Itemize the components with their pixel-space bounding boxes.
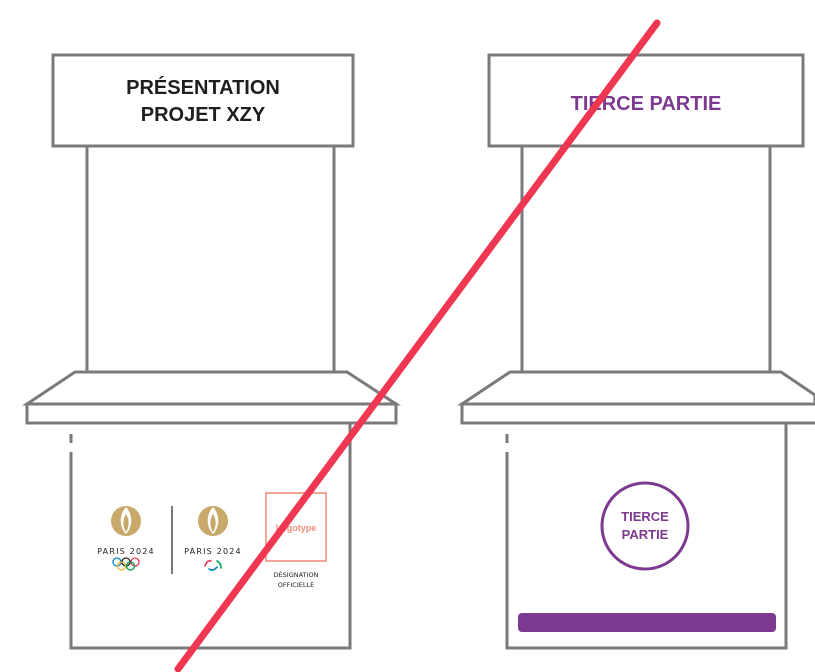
logotype-placeholder-box bbox=[265, 492, 327, 562]
badge-circle bbox=[600, 481, 690, 571]
logotype-placeholder-text: Logotype bbox=[276, 523, 317, 533]
paralympic-wordmark: PARIS 2024 bbox=[184, 547, 242, 556]
designation-line1: DÉSIGNATION bbox=[274, 570, 319, 579]
left-header-line1: PRÉSENTATION bbox=[126, 76, 280, 99]
tierce-partie-badge: TIERCE PARTIE bbox=[600, 481, 690, 571]
left-counter-edge bbox=[25, 402, 398, 425]
red-strike-through-line bbox=[174, 19, 661, 672]
olympic-logo: PARIS 2024 bbox=[97, 506, 155, 571]
olympic-wordmark: PARIS 2024 bbox=[97, 547, 155, 556]
left-header-board bbox=[51, 53, 355, 148]
designation-line2: OFFICIELLE bbox=[278, 581, 314, 589]
badge-line1: TIERCE bbox=[621, 509, 669, 524]
badge-line2: PARTIE bbox=[622, 527, 669, 542]
agitos-icon bbox=[204, 560, 222, 571]
left-counter-body bbox=[69, 423, 352, 650]
purple-bottom-bar bbox=[518, 613, 776, 632]
paralympic-logo: PARIS 2024 bbox=[184, 506, 242, 571]
right-counter-edge bbox=[460, 402, 815, 425]
right-counter-body bbox=[505, 423, 788, 650]
olympic-rings-icon bbox=[112, 557, 140, 571]
right-header-text: TIERCE PARTIE bbox=[571, 93, 722, 115]
left-kiosk bbox=[22, 53, 402, 650]
right-header-board bbox=[487, 53, 805, 148]
left-header-line2: PROJET XZY bbox=[141, 104, 266, 126]
right-kiosk bbox=[457, 53, 815, 650]
flame-icon bbox=[198, 506, 228, 536]
left-counter-top bbox=[22, 370, 402, 406]
right-counter-top bbox=[457, 370, 815, 406]
flame-icon bbox=[111, 506, 141, 536]
partner-logo: Logotype DÉSIGNATION OFFICIELLE bbox=[265, 492, 327, 589]
